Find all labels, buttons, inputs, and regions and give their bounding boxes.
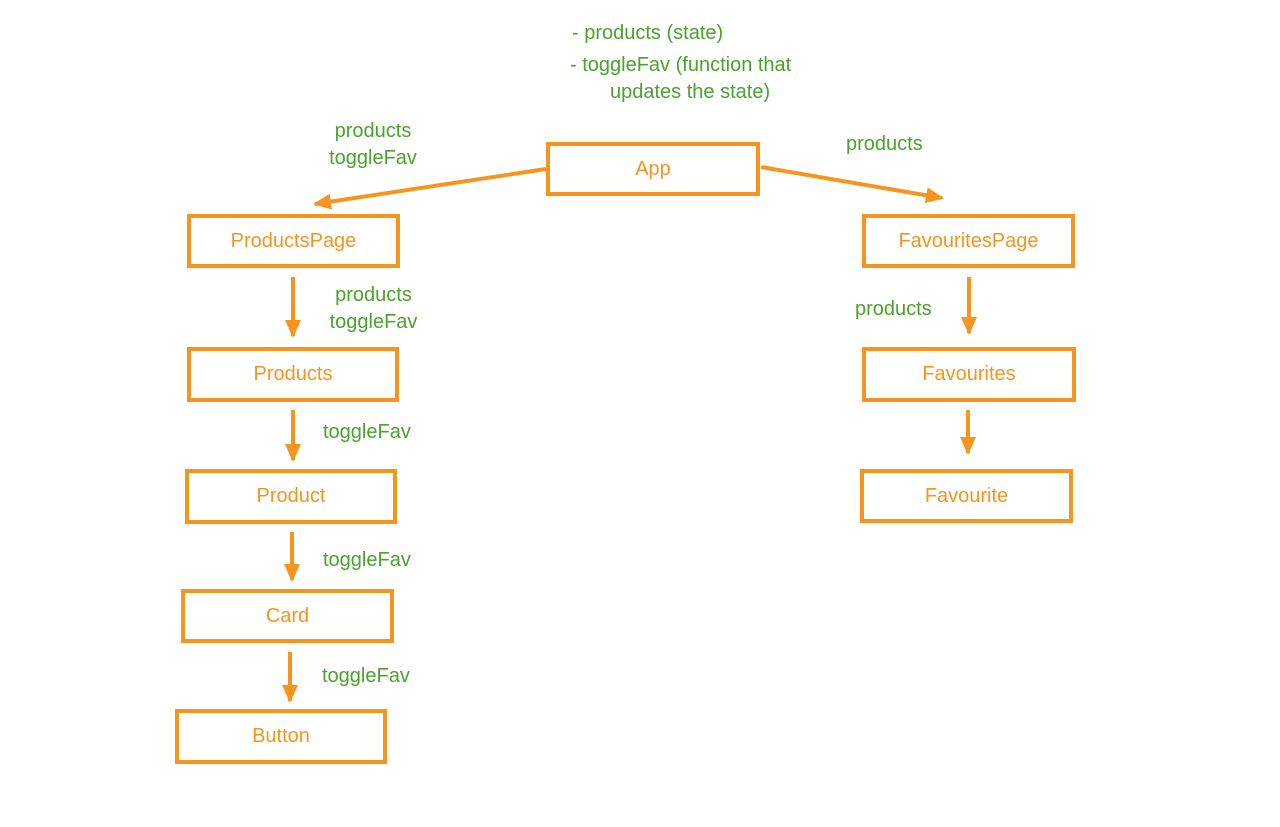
node-favourite: Favourite <box>860 469 1073 523</box>
node-products-page: ProductsPage <box>187 214 400 268</box>
edge-label-product-to-card: toggleFav <box>323 549 411 571</box>
legend-note-products-state: - products (state) <box>572 22 724 44</box>
edge-label-app-to-products-page: products toggleFav <box>320 118 426 172</box>
node-card: Card <box>181 589 394 643</box>
edge-label-products-to-product: toggleFav <box>323 421 411 443</box>
edge-app-to-favourites-page <box>760 165 944 204</box>
legend-note-togglefav-line2: updates the state) <box>610 81 771 103</box>
node-products: Products <box>187 347 399 402</box>
node-favourites-page: FavouritesPage <box>862 214 1075 268</box>
edge-label-line: products <box>334 120 412 142</box>
edge-label-line: products <box>335 284 412 306</box>
node-product: Product <box>185 469 397 524</box>
node-button: Button <box>175 709 387 764</box>
edge-label-line: toggleFav <box>329 311 418 333</box>
node-favourites: Favourites <box>862 347 1076 402</box>
edge-label-app-to-favourites-page: products <box>846 133 923 155</box>
edge-app-to-products-page <box>313 167 547 210</box>
edge-label-products-page-to-products: products toggleFav <box>323 282 424 336</box>
node-app: App <box>546 142 760 196</box>
legend-note-togglefav-line1: - toggleFav (function that <box>570 54 792 76</box>
edge-label-favourites-page-to-favourites: products <box>855 298 932 320</box>
edge-label-card-to-button: toggleFav <box>322 665 410 687</box>
edge-label-line: toggleFav <box>329 147 417 169</box>
